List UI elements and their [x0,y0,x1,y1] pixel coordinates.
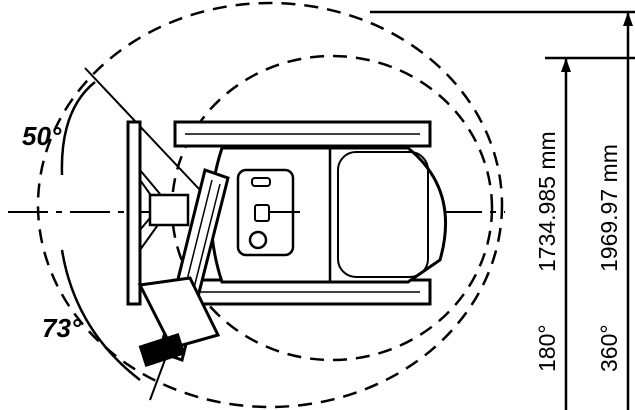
dozer-blade [126,120,142,306]
outer-dim-arrow-top [623,12,633,26]
bucket [137,276,221,350]
dimension-lines [370,10,635,410]
outer-swing-circle [36,1,504,409]
bucket-teeth [138,333,186,367]
swing-angle-left-label: 50° [22,121,62,151]
boom-arm [137,168,230,367]
angle-arc-50 [60,81,96,176]
boom-base [148,193,190,227]
angle-arc-73 [60,249,141,381]
outer-dimension-value: 1969.97 mm [596,144,622,272]
inner-dim-arrow-top [561,58,571,72]
excavator-body [126,120,447,367]
steering-knob [248,230,268,250]
control-lever-top [251,177,271,187]
angle-ray-50 [84,67,201,191]
outer-dimension-rotation: 360° [596,324,622,372]
swing-angle-right-label: 73° [42,313,82,343]
counterweight [337,151,429,278]
control-panel [254,204,270,222]
inner-dimension-rotation: 180° [534,324,560,372]
inner-dimension-value: 1734.985 mm [534,131,560,272]
